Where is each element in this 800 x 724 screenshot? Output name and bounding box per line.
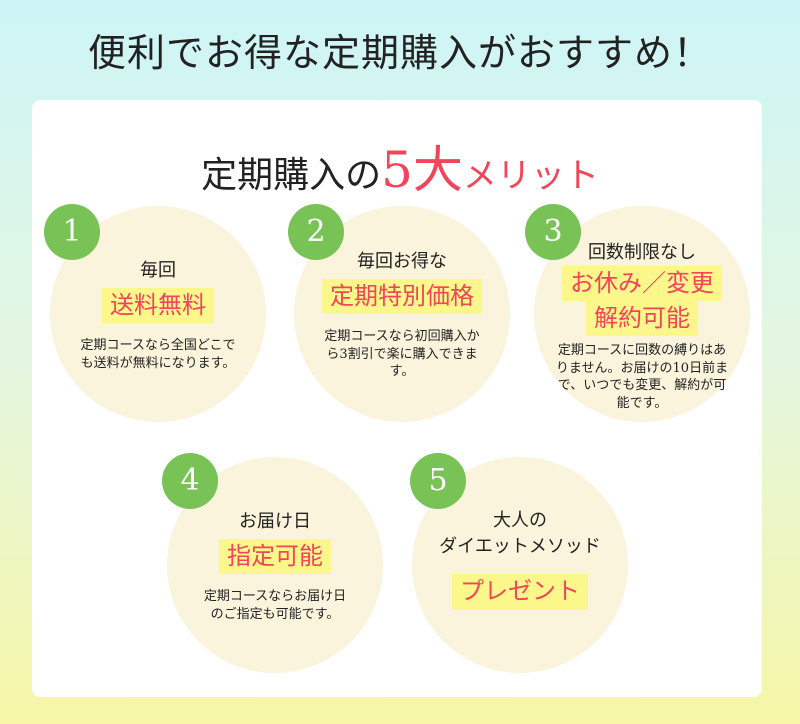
merit-desc: 定期コースなら全国どこでも送料が無料になります。 [80,338,236,371]
merit-lead: 毎回 [140,259,176,281]
badge-4: 4 [162,453,218,509]
merit-highlight: お休み／変更 [562,266,722,302]
merit-lead: 回数制限なし [588,242,696,263]
section-heading: 定期購入の5大メリット [0,130,800,202]
page-title: 便利でお得な定期購入がおすすめ！ [87,31,712,75]
heading-suffix: メリット [462,156,599,196]
merit-lead: 大人の [493,510,547,532]
merit-highlight: 指定可能 [219,538,331,575]
merit-lead: 毎回お得な [357,251,447,273]
merit-highlight: 定期特別価格 [322,279,482,315]
heading-big: 大 [412,141,463,199]
badge-3: 3 [525,204,581,260]
merit-3: 回数制限なし お休み／変更 解約可能 定期コースに回数の縛りはありません。お届け… [534,206,750,422]
badge-2: 2 [288,204,344,260]
heading-prefix: 定期購入の [201,155,382,196]
merit-lead-2: ダイエットメソッド [439,536,601,558]
merit-highlight-2: 解約可能 [586,301,698,337]
badge-1: 1 [44,204,100,260]
heading-number: 5 [381,141,413,199]
merit-desc: 定期コースならお届け日のご指定も可能です。 [203,589,347,622]
badge-5: 5 [410,453,466,509]
merit-highlight: 送料無料 [102,287,214,324]
merit-2: 毎回お得な 定期特別価格 定期コースなら初回購入から3割引で楽に購入できます。 [294,206,510,422]
merit-desc: 定期コースなら初回購入から3割引で楽に購入できます。 [324,329,480,380]
merit-highlight: プレゼント [452,574,588,610]
merit-desc: 定期コースに回数の縛りはありません。お届けの10日前まで、いつでも変更、解約が可… [555,343,729,412]
merit-lead: お届け日 [239,510,311,532]
